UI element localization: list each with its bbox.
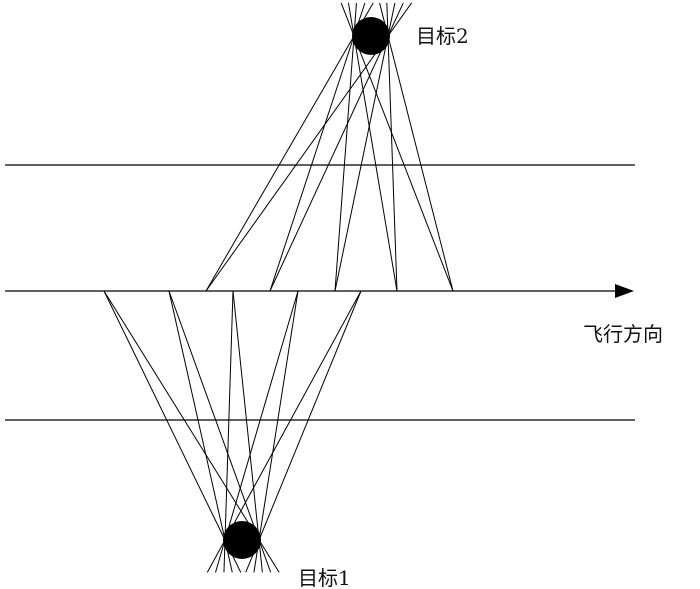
target2-ray [269,2,366,292]
target2-ray [379,2,454,292]
target1-label: 目标1 [298,566,351,589]
flight-direction-label: 飞行方向 [583,322,663,346]
arrow-head-icon [615,284,634,298]
target1-ray [245,290,362,573]
target2-ray [205,2,374,292]
target2-ray [386,2,398,292]
target1-ray [232,290,263,573]
target2-label: 目标2 [416,24,469,48]
target2-marker [352,17,390,55]
target1-ray [253,290,299,573]
target1-ray [223,290,234,573]
target2-ray [334,2,357,292]
target1-ray [103,290,242,573]
target1-ray [215,290,299,573]
target2-ray [334,2,396,292]
target1-ray [168,290,233,573]
target2-ray [347,2,398,292]
target1-marker [223,521,261,559]
